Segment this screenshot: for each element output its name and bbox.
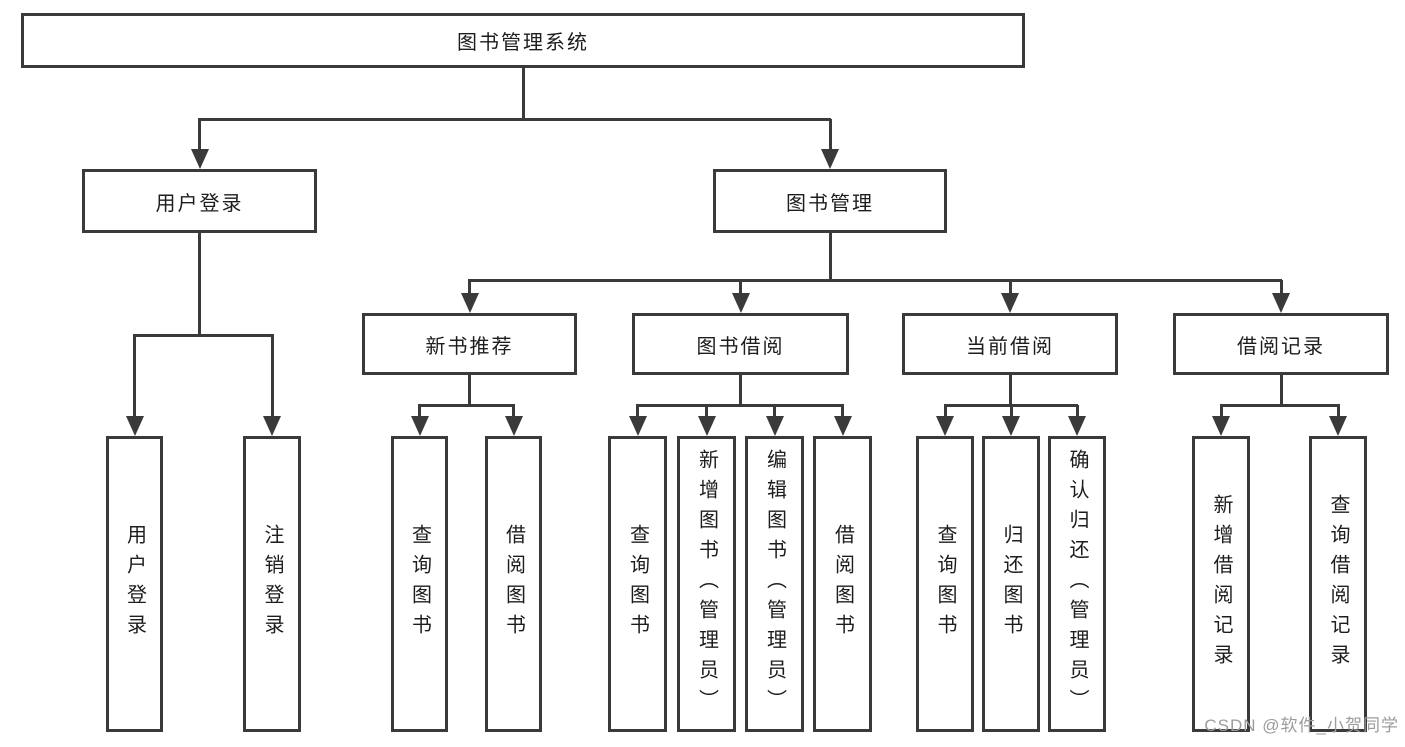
- arrow-to-borrow-books-recommend: [512, 405, 515, 416]
- arrow-to-add-borrow-record: [1219, 405, 1223, 416]
- connector-borrow-stem: [739, 375, 742, 405]
- node-library-system: 图书管理系统: [21, 13, 1025, 68]
- connector-root-stem: [521, 68, 525, 119]
- connector-current-stem: [1008, 375, 1012, 405]
- leaf-user-login: 用户登录: [106, 436, 163, 732]
- connector-bookmgmt-stem: [828, 233, 832, 280]
- node-book-management: 图书管理: [713, 169, 947, 233]
- arrow-to-query-books-borrow: [636, 405, 639, 416]
- node-borrow-records: 借阅记录: [1173, 313, 1389, 375]
- arrow-to-book-borrow: [739, 280, 742, 293]
- leaf-logout: 注销登录: [243, 436, 301, 732]
- arrow-to-query-borrow-record: [1336, 405, 1340, 416]
- leaf-borrow-books-borrow: 借阅图书: [813, 436, 872, 732]
- leaf-add-book-admin: 新增图书（管理员）: [677, 436, 736, 732]
- connector-bookmgmt-branch: [468, 278, 1282, 282]
- connector-borrow-branch: [636, 403, 844, 407]
- arrow-to-user-login: [198, 119, 201, 149]
- arrow-to-current-borrow: [1008, 280, 1012, 293]
- arrow-to-add-book-admin: [705, 405, 708, 416]
- leaf-return-book: 归还图书: [982, 436, 1040, 732]
- arrow-to-book-management: [828, 119, 832, 149]
- leaf-confirm-return-admin: 确认归还（管理员）: [1048, 436, 1106, 732]
- arrow-to-query-books-recommend: [418, 405, 421, 416]
- leaf-edit-book-admin: 编辑图书（管理员）: [745, 436, 804, 732]
- connector-root-branch: [198, 117, 831, 121]
- arrow-to-query-books-current: [943, 405, 947, 416]
- arrow-to-borrow-books-borrow: [841, 405, 844, 416]
- arrow-to-leaf-user-login: [133, 335, 136, 416]
- leaf-query-borrow-record: 查询借阅记录: [1309, 436, 1367, 732]
- leaf-borrow-books-recommend: 借阅图书: [485, 436, 542, 732]
- node-new-book-recommend: 新书推荐: [362, 313, 577, 375]
- arrow-to-confirm-return-admin: [1075, 405, 1079, 416]
- watermark: CSDN @软件_小贺同学: [1204, 716, 1399, 735]
- arrow-to-borrow-records: [1279, 280, 1283, 293]
- arrow-to-edit-book-admin: [773, 405, 776, 416]
- node-current-borrow: 当前借阅: [902, 313, 1118, 375]
- arrow-to-new-book-recommend: [468, 280, 471, 293]
- leaf-query-books-recommend: 查询图书: [391, 436, 448, 732]
- leaf-add-borrow-record: 新增借阅记录: [1192, 436, 1250, 732]
- arrow-to-return-book: [1009, 405, 1013, 416]
- connector-userlogin-stem: [198, 233, 201, 335]
- connector-recommend-stem: [468, 375, 471, 405]
- arrow-to-leaf-logout: [270, 335, 274, 416]
- connector-userlogin-branch: [133, 333, 274, 337]
- node-book-borrow: 图书借阅: [632, 313, 849, 375]
- connector-records-branch: [1219, 403, 1340, 407]
- connector-records-stem: [1279, 375, 1283, 405]
- leaf-query-books-current: 查询图书: [916, 436, 974, 732]
- connector-recommend-branch: [418, 403, 515, 407]
- leaf-query-books-borrow: 查询图书: [608, 436, 667, 732]
- node-user-login: 用户登录: [82, 169, 317, 233]
